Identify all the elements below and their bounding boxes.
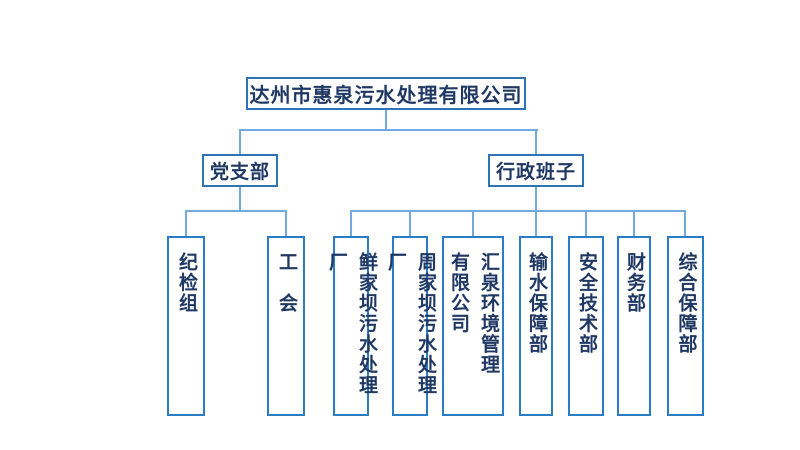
dept-label-shushui: 输水保障部 [526, 252, 547, 355]
branch-party-label: 党支部 [209, 162, 270, 183]
dept-box-huiquan: 汇泉环境管理 有限公司 [442, 236, 504, 416]
dept-label-anquan: 安全技术部 [576, 252, 597, 355]
dept-box-caiwu: 财务部 [617, 236, 651, 416]
dept-label-xianjiaba: 鲜家坝污水处理厂 [326, 252, 377, 396]
dept-box-xianjiaba: 鲜家坝污水处理厂 [326, 236, 377, 416]
dept-box-shushui: 输水保障部 [519, 236, 553, 416]
root-company-label: 达州市惠泉污水处理有限公司 [249, 85, 523, 107]
branch-party-box: 党支部 [202, 154, 278, 187]
dept-box-zhoujiaba: 周家坝污水处理厂 [385, 236, 436, 416]
dept-label-zhoujiaba: 周家坝污水处理厂 [385, 252, 436, 396]
dept-label-huiquan: 汇泉环境管理 有限公司 [448, 252, 499, 375]
dept-label-gonghui: 工 会 [276, 252, 297, 314]
dept-label-caiwu: 财务部 [624, 252, 645, 314]
root-company-box: 达州市惠泉污水处理有限公司 [246, 77, 526, 110]
dept-box-jijianzu: 纪检组 [167, 236, 205, 416]
dept-label-jijianzu: 纪检组 [176, 252, 197, 314]
branch-admin-label: 行政班子 [495, 162, 576, 183]
branch-admin-box: 行政班子 [488, 154, 584, 187]
dept-box-anquan: 安全技术部 [568, 236, 604, 416]
dept-box-gonghui: 工 会 [267, 236, 305, 416]
dept-label-zonghe: 综合保障部 [675, 252, 697, 355]
dept-box-zonghe: 综合保障部 [667, 236, 704, 416]
